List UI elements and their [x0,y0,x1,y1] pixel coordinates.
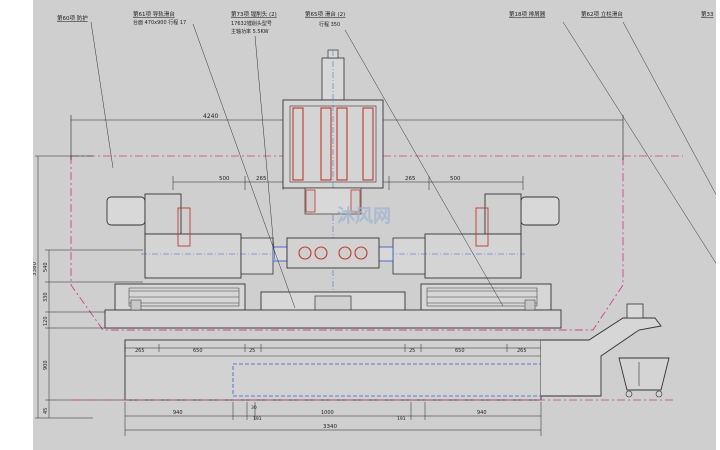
callout-61-sub: 台面 470x900 行程 17 [133,19,186,26]
callout-edge: 第33 [701,10,714,18]
drawing-sheet: 4240 500 265 980 265 500 3380 540 330 12… [33,0,716,450]
conveyor-motor [626,303,644,319]
dim-v45: 45 [43,408,49,414]
dim-bot-650-left: 650 [193,348,203,354]
spindle-left-vertical [305,189,316,213]
bed-pads [130,299,536,311]
dim-v120: 120 [43,316,49,326]
callout-73-sub1: 17632镗削头型号 [231,20,272,27]
left-gearbox [144,193,182,235]
right-head-accent [475,207,489,247]
callout-61: 第61项 导轨滑台 [133,10,175,18]
bed-base [124,339,542,401]
dim-bot-265-right: 265 [517,348,527,354]
column-red-rails [292,107,374,181]
dim-vertical [35,155,143,419]
dim-bot-25-right: 25 [409,348,415,354]
left-head-accent [177,207,191,247]
right-head-body [424,233,522,279]
dim-base-191-left: 191 [253,416,262,422]
dim-v900: 900 [43,360,49,370]
callout-18: 第18项 排屑器 [509,10,546,18]
dim-base-1000: 1000 [321,410,334,416]
right-spindle-nose [378,246,394,262]
callout-60: 第60项 防护 [57,14,88,22]
dim-v330: 330 [43,292,49,302]
dim-overall-3340: 3340 [323,424,337,430]
dim-base-chain [124,402,542,436]
dim-top-overall-label: 4240 [203,113,218,120]
bed-upper [104,309,562,329]
callout-65: 第65项 滑台 (2) [305,10,345,18]
spindle-right-vertical [350,189,361,213]
dim-base-191-right: 191 [397,416,406,422]
watermark: 沐风网 [337,205,391,227]
callout-62: 第62项 立柱滑台 [581,10,623,18]
dim-265-left: 265 [256,176,267,182]
callout-65-sub: 行程 350 [319,21,340,28]
dim-bot-25-left: 25 [249,348,255,354]
dim-base-940-left: 940 [173,410,183,416]
right-head-flange [392,237,426,275]
left-motor [106,196,146,226]
dim-base-30: 30 [251,405,257,411]
chip-bin [618,357,670,391]
dim-bed-chain [124,344,542,352]
right-motor [520,196,560,226]
dim-bot-650-right: 650 [455,348,465,354]
left-head-flange [240,237,274,275]
chip-conveyor [541,317,662,397]
dim-265-right: 265 [405,176,416,182]
dim-base-940-right: 940 [477,410,487,416]
left-head-body [144,233,242,279]
right-gearbox [484,193,522,235]
leader-lines [90,21,716,309]
dim-vertical-total: 3380 [33,262,38,276]
right-slide-rails [426,287,538,307]
fixture-clamps [298,246,368,260]
chip-bin-wheels [625,390,663,398]
guard-outline [70,156,624,331]
callout-73-sub2: 主轴功率 5.5KW [231,28,269,35]
dim-bot-265-left: 265 [135,348,145,354]
dim-500-right: 500 [450,176,461,182]
left-slide-rails [128,287,240,307]
machine-drawing: 4240 500 265 980 265 500 3380 540 330 12… [33,10,716,436]
dim-500-left: 500 [219,176,230,182]
dim-v540: 540 [43,262,49,272]
callout-73: 第73项 镗削头 (2) [231,10,277,18]
